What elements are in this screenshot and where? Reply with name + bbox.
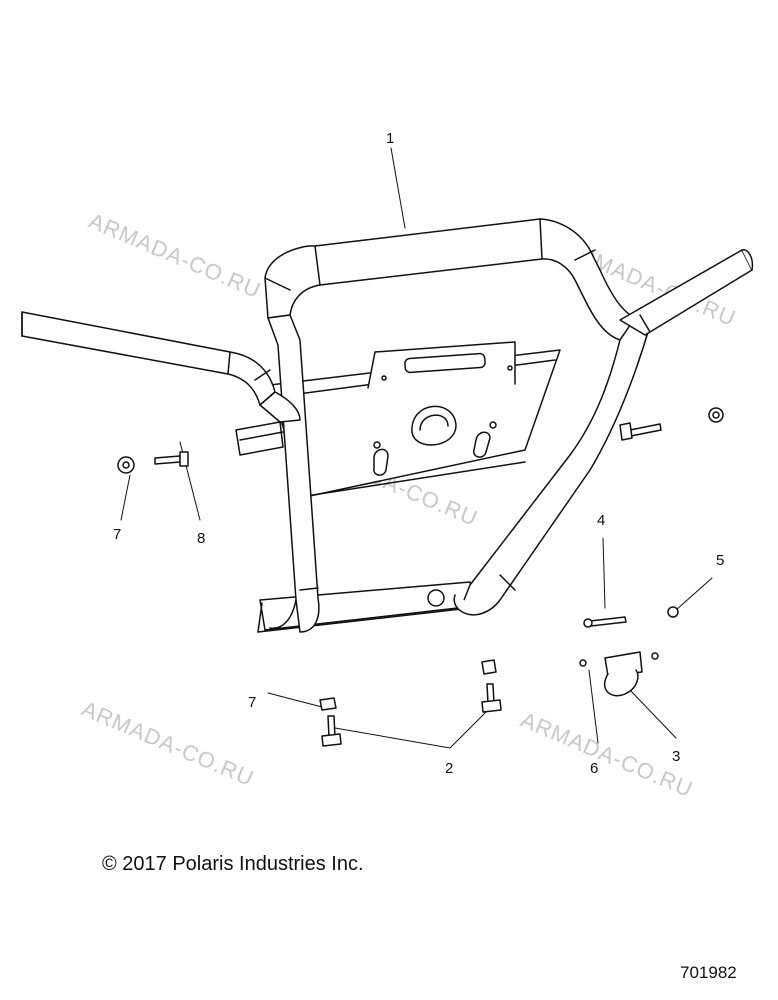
callout-2: 2 — [445, 760, 454, 777]
callout-7-upper: 7 — [113, 526, 122, 543]
callout-7-lower: 7 — [248, 694, 257, 711]
callout-8: 8 — [197, 530, 206, 547]
copyright-notice: © 2017 Polaris Industries Inc. — [102, 853, 364, 875]
hardware — [117, 407, 724, 747]
skid-plate — [235, 341, 561, 498]
callout-1: 1 — [386, 130, 395, 147]
bumper-tube-assembly — [21, 218, 754, 633]
figure-number: 701982 — [680, 963, 737, 982]
callout-5: 5 — [716, 552, 725, 569]
callout-3: 3 — [672, 748, 681, 765]
leader-lines — [120, 147, 713, 749]
callout-6: 6 — [590, 760, 599, 777]
callout-4: 4 — [597, 512, 606, 529]
